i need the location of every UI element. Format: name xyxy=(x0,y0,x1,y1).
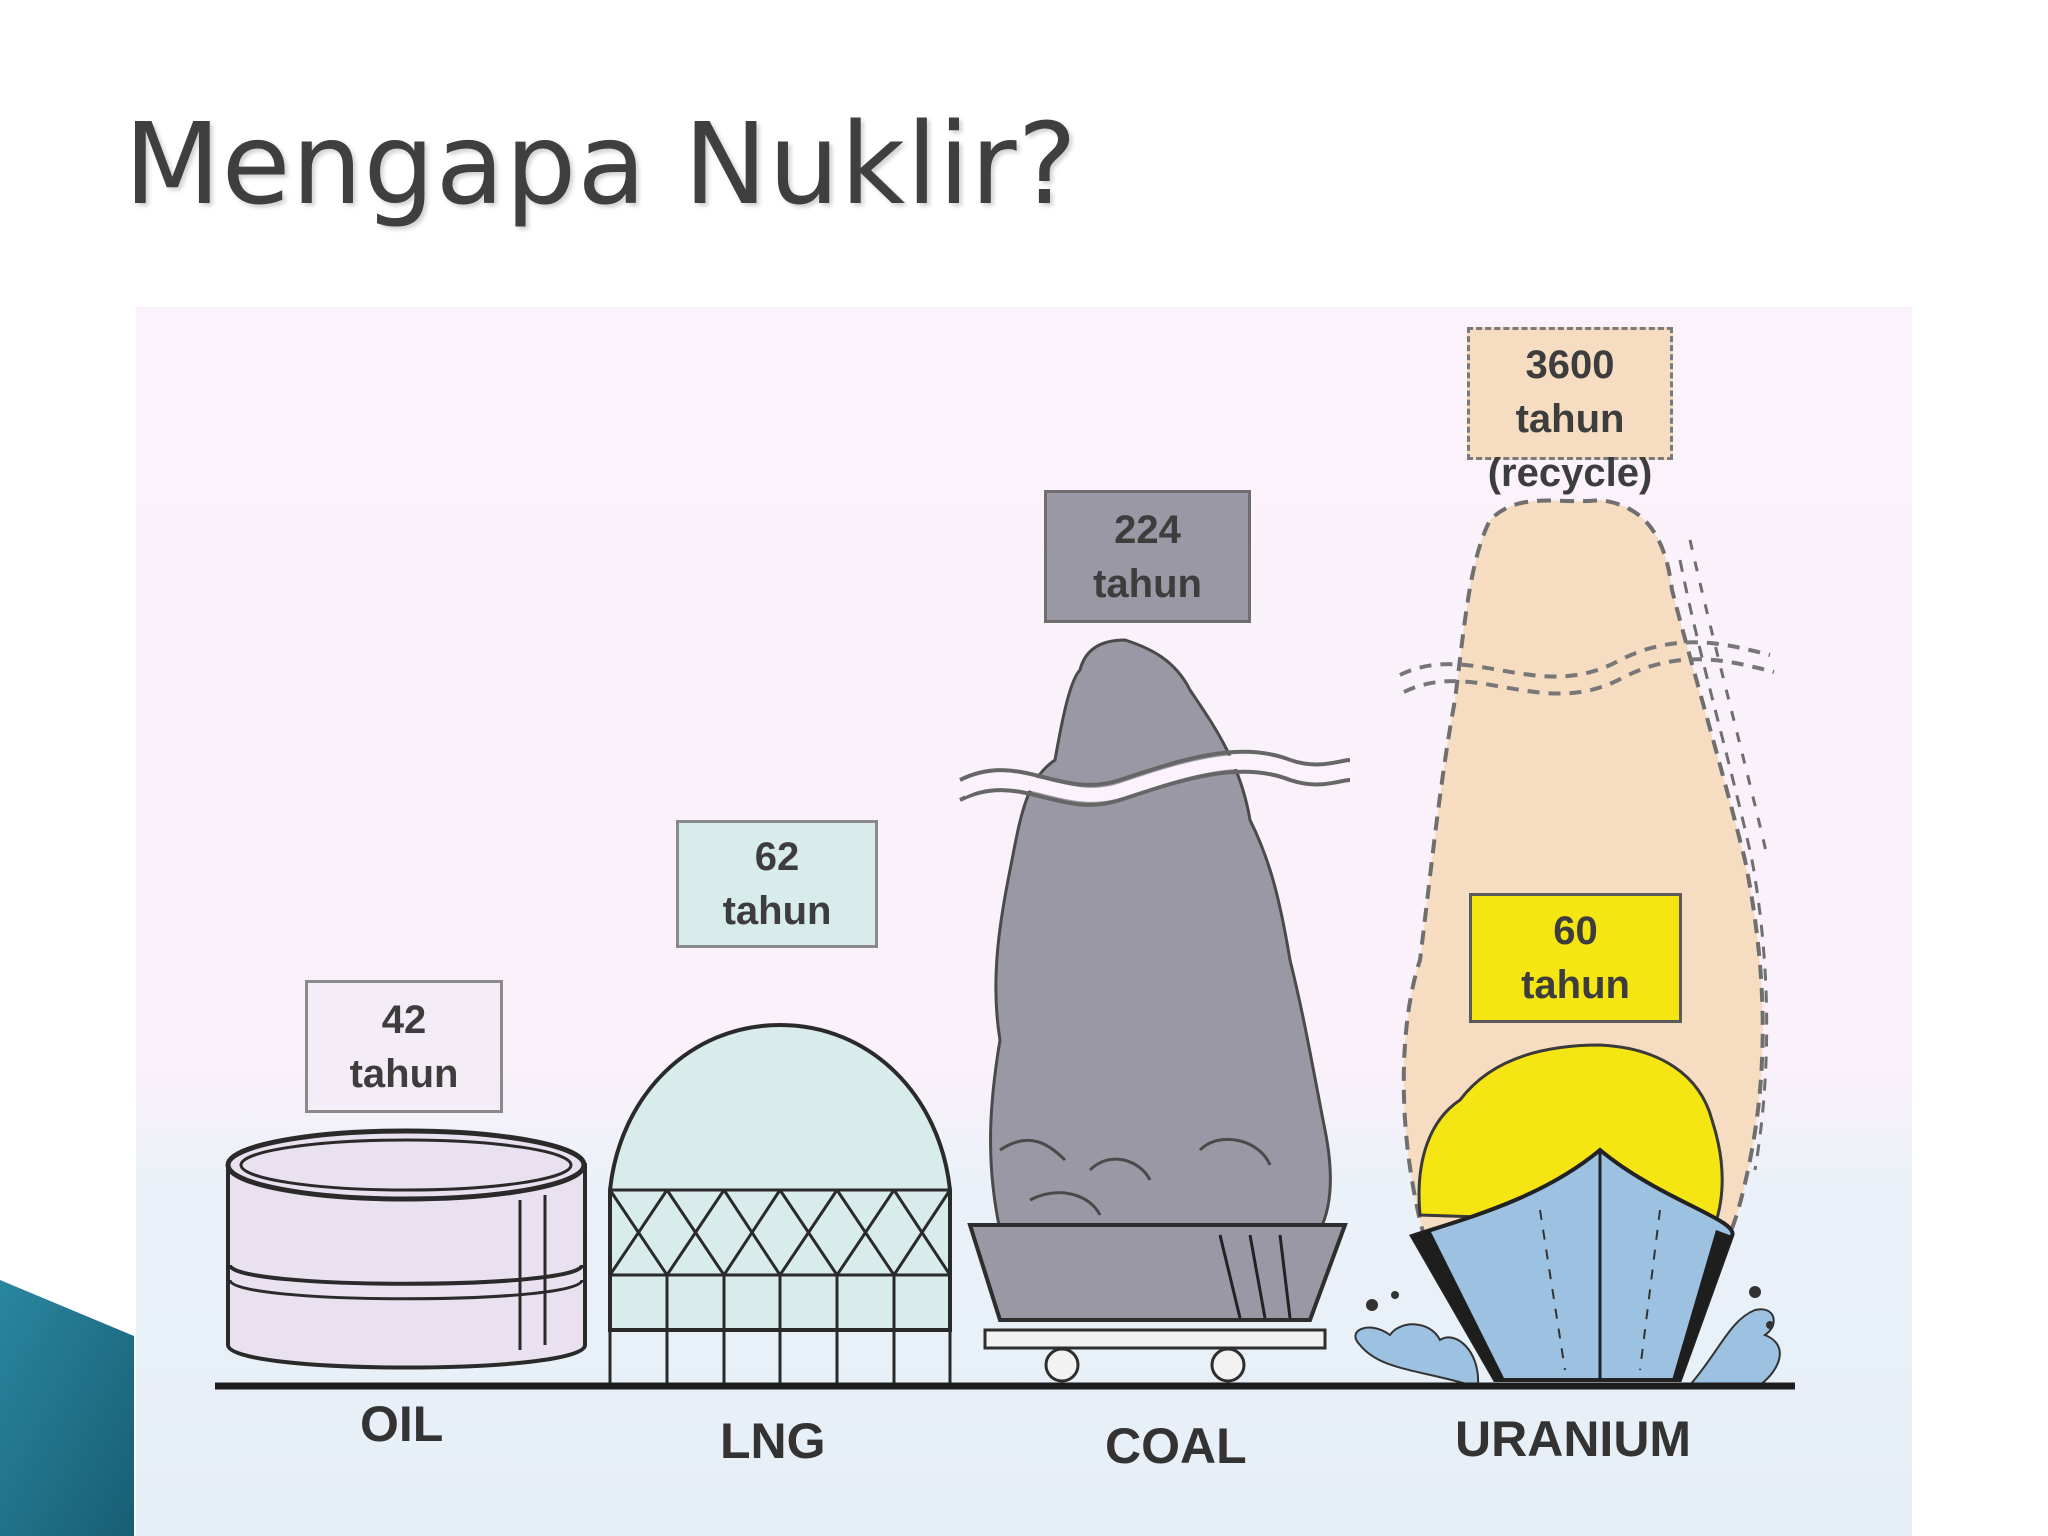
recycle-years-value: 3600 xyxy=(1525,343,1615,387)
lng-label: LNG xyxy=(720,1413,826,1469)
oil-years-value: 42 xyxy=(381,997,427,1042)
uranium-label: URANIUM xyxy=(1455,1411,1692,1467)
lng-years-box: 62 tahun xyxy=(676,820,878,948)
uranium-years-value: 60 xyxy=(1553,909,1598,953)
oil-label: OIL xyxy=(360,1396,444,1452)
coal-years-value: 224 xyxy=(1114,507,1181,552)
lng-tank xyxy=(608,1022,952,1332)
oil-tank xyxy=(226,1163,587,1370)
cart-wheel-left xyxy=(1044,1347,1080,1383)
recycle-years-unit: tahun xyxy=(1515,397,1625,441)
uranium-recycle-cloud xyxy=(1401,497,1765,1253)
lng-years-unit: tahun xyxy=(722,889,832,933)
uranium-years-box: 60 tahun xyxy=(1469,893,1682,1023)
cart-wheel-right xyxy=(1210,1347,1246,1383)
slide-title: Mengapa Nuklir? xyxy=(124,100,1078,230)
coal-label: COAL xyxy=(1105,1418,1247,1474)
oil-years-box: 42 tahun xyxy=(305,980,503,1113)
oil-years-unit: tahun xyxy=(349,1051,459,1096)
recycle-note: (recycle) xyxy=(1487,451,1653,495)
coal-years-unit: tahun xyxy=(1093,561,1202,606)
lng-years-value: 62 xyxy=(754,835,800,879)
corner-accent-shape xyxy=(0,1280,134,1536)
recycle-years-box: 3600 tahun (recycle) xyxy=(1467,327,1673,495)
coal-years-box: 224 tahun xyxy=(1044,490,1251,623)
water-splash-right xyxy=(1687,1308,1781,1386)
uranium-years-unit: tahun xyxy=(1521,963,1630,1007)
water-splash-left xyxy=(1354,1323,1480,1386)
